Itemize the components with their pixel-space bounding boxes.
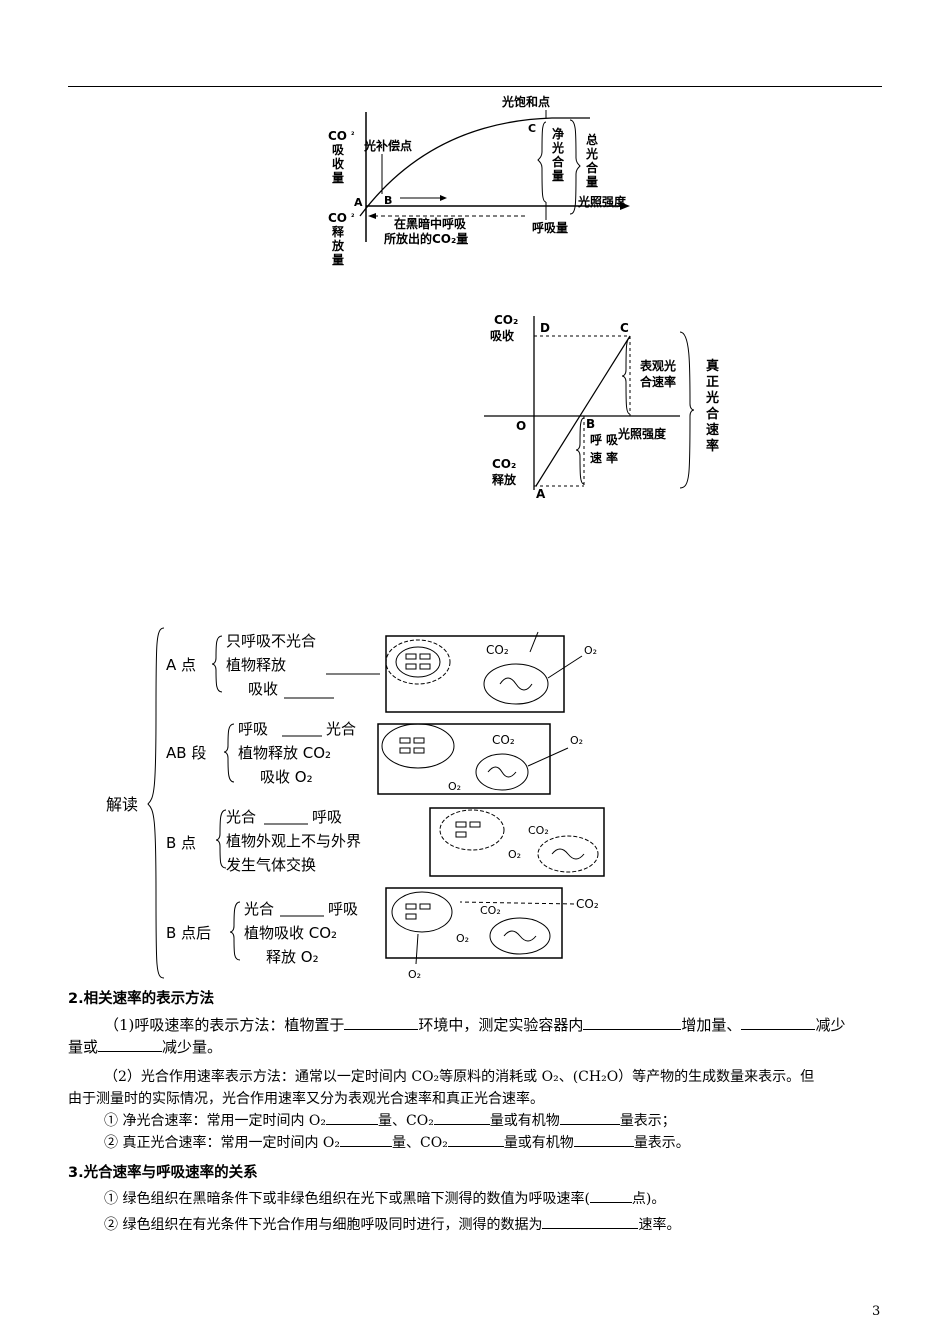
fig2-point-a: A — [536, 487, 546, 500]
section2-p1: （1)呼吸速率的表示方法：植物置于环境中，测定实验容器内增加量、减少 — [104, 1016, 846, 1034]
section2-p2-cont: 由于测量时的实际情况，光合作用速率又分为表观光合速率和真正光合速率。 — [68, 1091, 544, 1107]
svg-text:只呼吸不光合: 只呼吸不光合 — [226, 632, 316, 650]
svg-text:总: 总 — [586, 132, 598, 147]
svg-text:率: 率 — [706, 438, 719, 454]
svg-text:O₂: O₂ — [584, 644, 597, 657]
svg-text:量: 量 — [332, 171, 344, 185]
svg-text:吸收: 吸收 — [248, 680, 278, 698]
svg-text:植物吸收 CO₂: 植物吸收 CO₂ — [244, 924, 337, 942]
svg-text:CO₂: CO₂ — [494, 313, 518, 327]
svg-text:真: 真 — [706, 358, 719, 374]
fig1-compensation-point: 光补偿点 — [363, 138, 412, 153]
svg-text:吸收: 吸收 — [490, 328, 514, 343]
svg-text:放: 放 — [331, 238, 345, 253]
fig1-y-bottom-co: CO — [328, 211, 347, 225]
svg-text:₂: ₂ — [351, 210, 355, 219]
svg-text:CO₂: CO₂ — [480, 904, 501, 917]
svg-text:吸收 O₂: 吸收 O₂ — [260, 768, 313, 786]
fig2-point-d: D — [540, 321, 550, 335]
svg-text:呼吸: 呼吸 — [328, 900, 358, 918]
fig1-dark-resp-2: 所放出的CO₂量 — [384, 231, 468, 246]
svg-text:吸: 吸 — [332, 143, 345, 157]
svg-text:释放: 释放 — [492, 472, 517, 487]
svg-text:收: 收 — [332, 156, 344, 171]
svg-text:植物释放 CO₂: 植物释放 CO₂ — [238, 744, 331, 762]
svg-text:光合: 光合 — [226, 808, 256, 826]
fig2-x-axis-label: 光照强度 — [617, 426, 667, 441]
svg-text:₂: ₂ — [351, 128, 355, 137]
section2-heading: 2.相关速率的表示方法 — [68, 991, 215, 1007]
fig3-b-label: B 点 — [166, 834, 196, 852]
svg-text:O₂: O₂ — [570, 734, 583, 747]
svg-text:呼吸: 呼吸 — [238, 720, 268, 738]
svg-text:速: 速 — [590, 450, 602, 465]
section2-p1-cont: 量或减少量。 — [68, 1038, 223, 1056]
section3: 3.光合速率与呼吸速率的关系 ① 绿色组织在黑暗条件下或非绿色组织在光下或黑暗下… — [68, 1162, 888, 1236]
fig1-point-c: C — [528, 122, 536, 135]
svg-text:发生气体交换: 发生气体交换 — [226, 856, 316, 874]
fig1-point-b: B — [384, 194, 392, 207]
svg-text:正: 正 — [706, 375, 719, 390]
section3-line1: ① 绿色组织在黑暗条件下或非绿色组织在光下或黑暗下测得的数值为呼吸速率(点)。 — [68, 1188, 888, 1210]
svg-text:速: 速 — [706, 422, 719, 438]
fig3-root-label: 解读 — [106, 795, 138, 814]
fig2-point-o: O — [516, 419, 526, 433]
fig1-point-a: A — [354, 196, 363, 209]
section2-p2: （2）光合作用速率表示方法：通常以一定时间内 CO₂等原料的消耗或 O₂、(CH… — [104, 1069, 815, 1085]
svg-text:呼: 呼 — [590, 432, 602, 447]
svg-text:率: 率 — [606, 450, 618, 465]
fig3-ab-label: AB 段 — [166, 744, 206, 762]
svg-text:合: 合 — [586, 160, 599, 175]
svg-text:释: 释 — [332, 224, 345, 239]
fig3-a-label: A 点 — [166, 656, 196, 674]
interpretation-figure: 解读 A 点 只呼吸不光合 植物释放 吸收 CO₂ O₂ AB 段 呼吸 光合 … — [106, 627, 605, 981]
svg-text:CO₂: CO₂ — [528, 824, 549, 837]
svg-text:CO₂: CO₂ — [492, 457, 516, 471]
svg-text:O₂: O₂ — [456, 932, 469, 945]
section3-line2: ② 绿色组织在有光条件下光合作用与细胞呼吸同时进行，测得的数据为速率。 — [68, 1214, 888, 1236]
svg-text:表观光: 表观光 — [639, 358, 676, 373]
section3-heading: 3.光合速率与呼吸速率的关系 — [68, 1165, 258, 1181]
fig1-x-axis-label: 光照强度 — [577, 194, 627, 209]
svg-text:植物释放: 植物释放 — [226, 656, 286, 674]
svg-text:量: 量 — [332, 253, 344, 267]
svg-text:净: 净 — [552, 126, 564, 141]
svg-text:合速率: 合速率 — [640, 374, 676, 389]
fig1-dark-resp-1: 在黑暗中呼吸 — [394, 216, 467, 231]
svg-text:吸: 吸 — [606, 433, 619, 447]
svg-text:植物外观上不与外界: 植物外观上不与外界 — [226, 832, 361, 850]
svg-text:CO₂: CO₂ — [576, 897, 599, 911]
section2: 2.相关速率的表示方法 （1)呼吸速率的表示方法：植物置于环境中，测定实验容器内… — [68, 988, 888, 1154]
svg-text:释放 O₂: 释放 O₂ — [266, 948, 319, 966]
svg-text:光合: 光合 — [326, 720, 356, 738]
fig1-saturation-point: 光饱和点 — [501, 94, 550, 109]
svg-text:光: 光 — [551, 140, 564, 155]
rate-relationship-figure: CO₂ 吸收 D C O B A CO₂ 释放 表观光 合速率 真 正 光 合 … — [484, 313, 720, 500]
fig1-y-top-co: CO — [328, 129, 347, 143]
svg-text:光: 光 — [585, 146, 598, 161]
fig3-bafter-label: B 点后 — [166, 924, 211, 942]
page-number: 3 — [872, 1304, 881, 1319]
svg-text:呼吸: 呼吸 — [312, 808, 342, 826]
svg-text:合: 合 — [706, 406, 720, 422]
svg-text:O₂: O₂ — [448, 780, 461, 793]
svg-text:量: 量 — [586, 175, 598, 189]
svg-text:O₂: O₂ — [408, 968, 421, 981]
svg-text:光: 光 — [705, 390, 719, 406]
svg-text:合: 合 — [552, 154, 565, 169]
svg-text:光合: 光合 — [244, 900, 274, 918]
svg-text:量: 量 — [552, 169, 564, 183]
fig2-point-b: B — [586, 417, 595, 431]
svg-text:CO₂: CO₂ — [492, 733, 515, 747]
header-rule — [68, 86, 882, 87]
svg-text:CO₂: CO₂ — [486, 643, 509, 657]
svg-text:O₂: O₂ — [508, 848, 521, 861]
fig2-point-c: C — [620, 321, 629, 335]
light-response-curve-figure: CO ₂ 吸 收 量 CO ₂ 释 放 量 A B 光补偿点 光饱和点 C 净 … — [328, 94, 630, 267]
fig1-resp-amount: 呼吸量 — [532, 220, 568, 235]
